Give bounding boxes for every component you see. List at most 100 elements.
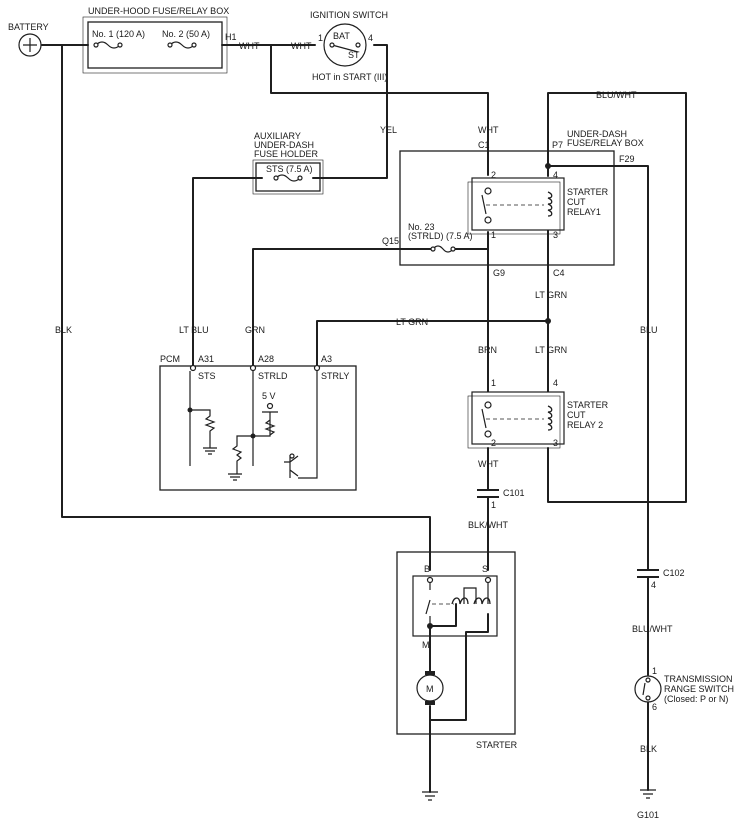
wire-label-yel: YEL [380,125,397,135]
pcm-sts: STS [198,371,216,381]
wire-label-wht-r2: WHT [478,459,499,469]
relay1-label-2: CUT [567,197,586,207]
wire-label-wht-c1: WHT [478,125,499,135]
terminal-c1: C1 [478,140,490,150]
wire-blu-wht-top [547,92,687,503]
fuse-1-label: No. 1 (120 A) [92,29,145,39]
wire-wht-c1 [270,44,489,176]
fuse-2-label: No. 2 (50 A) [162,29,210,39]
starter-terminal-b: B [424,564,430,574]
trs-pin-6: 6 [652,702,657,712]
starter: STARTER B S M M [396,551,518,750]
relay2-pin-1: 1 [491,378,496,388]
pcm-pin-a28: A28 [258,354,274,364]
fuse-23-label-2: (STRLD) (7.5 A) [408,231,473,241]
relay1-pin-3: 3 [553,230,558,240]
connector-c102: C102 4 [637,568,685,590]
pcm-sts-circuit [189,371,217,466]
wire-label-blk-wht: BLK/WHT [468,520,509,530]
wire-label-wht-h1: WHT [239,41,260,51]
ground-g101-icon [640,789,656,799]
relay1-pin-2: 2 [491,170,496,180]
transmission-range-switch-icon [634,675,662,703]
wire-grn [252,248,434,369]
terminal-p7: P7 [552,140,563,150]
relay2-pin-3: 3 [553,438,558,448]
ignition-note: HOT in START (III) [312,72,387,82]
starter-terminal-s: S [482,564,488,574]
terminal-h1: H1 [225,32,237,42]
wire-label-lt-blu: LT BLU [179,325,209,335]
fuse-23-icon [432,245,454,253]
underhood-box-title: UNDER-HOOD FUSE/RELAY BOX [88,6,229,16]
ground-g101: G101 [637,789,659,820]
relay1-label-3: RELAY1 [567,207,601,217]
aux-title-2: UNDER-DASH [254,140,314,150]
wire-label-lt-grn-r2: LT GRN [535,345,567,355]
ignition-switch: IGNITION SWITCH BAT ST 1 4 WHT HOT in ST… [291,10,388,82]
aux-fuse-holder: AUXILIARY UNDER-DASH FUSE HOLDER STS (7.… [252,131,324,195]
c101-pin: 1 [491,500,496,510]
underdash-title-2: FUSE/RELAY BOX [567,138,644,148]
pcm-pin-a31: A31 [198,354,214,364]
aux-title-1: AUXILIARY [254,131,301,141]
relay2-pin-4: 4 [553,378,558,388]
wire-yel [312,44,388,179]
wire-label-wht-ign: WHT [291,41,312,51]
c101-label: C101 [503,488,525,498]
ignition-st: ST [348,50,360,60]
pcm-strly: STRLY [321,371,349,381]
wire-label-brn: BRN [478,345,497,355]
pcm-strld: STRLD [258,371,288,381]
wire-label-blk-left: BLK [55,325,72,335]
battery: BATTERY [8,22,49,57]
relay2-label-1: STARTER [567,400,609,410]
c102-label: C102 [663,568,685,578]
pcm-strly-circuit [284,371,318,479]
ignition-bat: BAT [333,31,350,41]
connector-c101: C101 1 [477,488,525,510]
relay2-label-3: RELAY 2 [567,420,603,430]
fuse-23-label-1: No. 23 [408,222,435,232]
underhood-fuse-box: UNDER-HOOD FUSE/RELAY BOX No. 1 (120 A) … [82,6,260,74]
transmission-range-switch: 1 6 TRANSMISSION RANGE SWITCH (Closed: P… [634,666,734,712]
aux-title-3: FUSE HOLDER [254,149,319,159]
ignition-pin-1: 1 [318,33,323,43]
wire-label-blu-wht-bottom: BLU/WHT [632,624,673,634]
starter-terminal-m: M [422,640,430,650]
sts-fuse-icon [275,174,301,182]
starter-cut-relay-1: 2 4 1 3 STARTER CUT RELAY1 [467,170,609,240]
motor-label: M [426,684,434,694]
fuse-1-icon [95,41,121,49]
pcm-5v: 5 V [262,391,276,401]
terminal-c4: C4 [553,268,565,278]
relay1-pin-4: 4 [553,170,558,180]
relay1-label-1: STARTER [567,187,609,197]
wire-label-grn: GRN [245,325,265,335]
pcm-strld-circuit [228,371,254,481]
relay2-coil-icon [547,405,553,431]
wire-lt-grn-strly [316,320,549,369]
relay2-pin-2: 2 [491,438,496,448]
terminal-f29: F29 [619,154,635,164]
wire-label-lt-grn-h: LT GRN [396,317,428,327]
trs-label-1: TRANSMISSION [664,674,733,684]
trs-label-3: (Closed: P or N) [664,694,728,704]
fuse-2-icon [169,41,195,49]
trs-pin-1: 1 [652,666,657,676]
terminal-g9: G9 [493,268,505,278]
starter-label: STARTER [476,740,518,750]
relay2-label-2: CUT [567,410,586,420]
trs-label-2: RANGE SWITCH [664,684,734,694]
pcm-pin-a3: A3 [321,354,332,364]
wire-lt-blu [192,177,263,369]
wiring [41,44,687,793]
wire-label-lt-grn-c4: LT GRN [535,290,567,300]
ignition-switch-icon [323,23,367,67]
g101-label: G101 [637,810,659,820]
pcm: PCM A31 A28 A3 STS STRLD STRLY 5 V [159,354,357,491]
battery-label: BATTERY [8,22,49,32]
underdash-fuse-relay-box: UNDER-DASH FUSE/RELAY BOX C1 P7 F29 Q15 … [382,129,644,278]
starter-ground-icon [422,791,438,801]
